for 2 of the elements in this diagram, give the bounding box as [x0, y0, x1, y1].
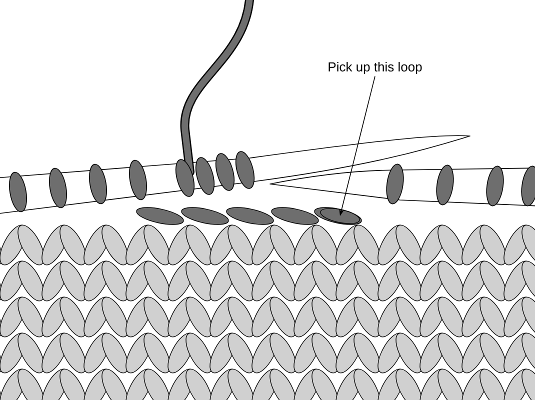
callout-text: Pick up this loop [328, 62, 422, 74]
stitch-loop [320, 208, 360, 224]
